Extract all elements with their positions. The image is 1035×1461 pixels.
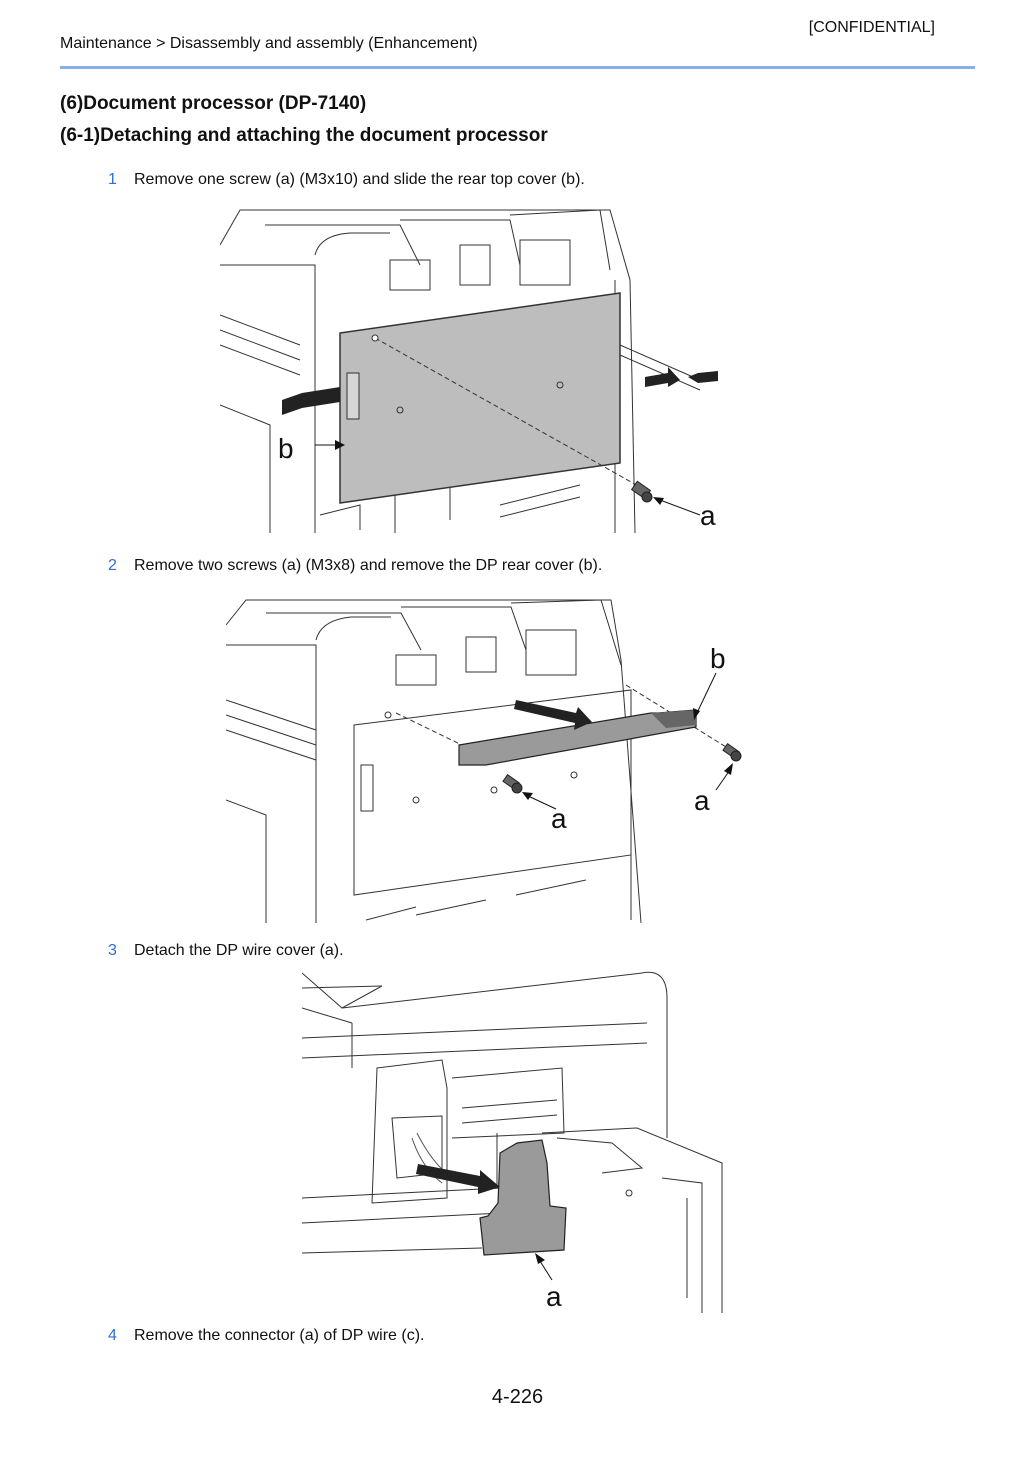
callout-b: b [710,643,726,674]
step-text: Remove two screws (a) (M3x8) and remove … [134,557,603,574]
rear-top-cover [339,292,621,504]
step-number: 4 [108,1327,117,1344]
step-number: 2 [108,557,117,574]
callout-a: a [546,1281,562,1312]
breadcrumb: Maintenance > Disassembly and assembly (… [60,35,478,52]
step-1-illustration: b a [220,209,718,533]
step-text: Remove the connector (a) of DP wire (c). [134,1327,425,1344]
callout-a: a [700,500,716,531]
callout-b: b [278,433,294,464]
section-subtitle: (6-1)Detaching and attaching the documen… [60,125,548,146]
callout-a: a [551,803,567,834]
step-1: 1 Remove one screw (a) (M3x10) and slide … [108,171,585,189]
header-divider [60,66,975,69]
step-2: 2 Remove two screws (a) (M3x8) and remove… [108,557,602,575]
step-3-illustration: a [302,971,723,1313]
step-number: 3 [108,942,117,959]
section-title: (6)Document processor (DP-7140) [60,93,367,114]
step-3: 3 Detach the DP wire cover (a). [108,942,344,960]
step-2-illustration: b a a [226,599,742,923]
callout-a: a [694,785,710,816]
step-number: 1 [108,171,117,188]
step-text: Detach the DP wire cover (a). [134,942,344,959]
page-number: 4-226 [491,1386,544,1408]
dp-wire-cover [479,1139,567,1256]
step-text: Remove one screw (a) (M3x10) and slide t… [134,171,585,188]
confidential-label: [CONFIDENTIAL] [808,19,935,36]
step-4: 4 Remove the connector (a) of DP wire (c)… [108,1327,424,1345]
